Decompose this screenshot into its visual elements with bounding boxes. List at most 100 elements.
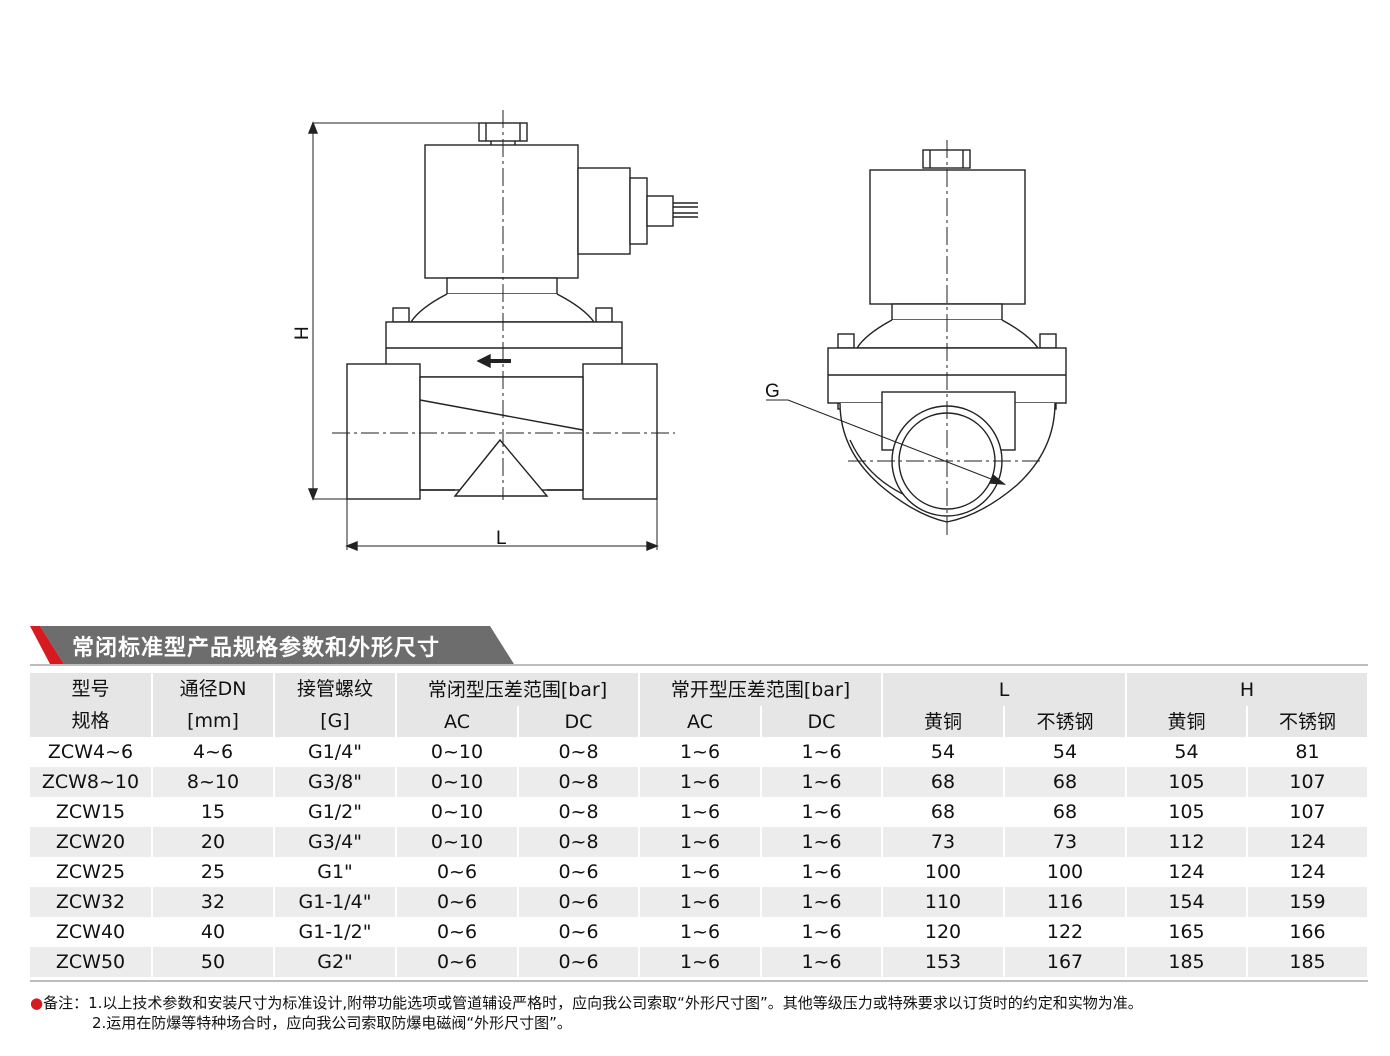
valve-dimension-drawing: H L G [292,110,1067,552]
table-cell: 0~6 [518,947,640,977]
table-cell: G3/8" [274,767,397,797]
table-cell: 110 [882,887,1005,917]
table-cell: 1~6 [639,917,762,947]
table-cell: 0~10 [396,797,519,827]
table-cell: ZCW25 [30,857,153,887]
table-cell: 0~8 [518,827,640,857]
title-accent-stripe [30,626,64,664]
table-cell: 124 [1247,857,1370,887]
table-cell: 0~6 [518,857,640,887]
table-cell: 107 [1247,767,1370,797]
table-cell: 68 [1004,767,1127,797]
table-cell: ZCW8~10 [30,767,153,797]
section-title-bar [30,626,1368,666]
table-cell: 105 [1126,797,1248,827]
table-cell: 0~8 [518,737,640,767]
header-nc-ac: AC [396,706,519,737]
table-cell: ZCW32 [30,887,153,917]
side-view [766,140,1067,535]
table-cell: 100 [1004,857,1127,887]
table-cell: 1~6 [639,797,762,827]
table-cell: 32 [152,887,275,917]
table-cell: 0~10 [396,827,519,857]
table-cell: 166 [1247,917,1370,947]
table-cell: 1~6 [761,737,883,767]
table-cell: 107 [1247,797,1370,827]
table-cell: 1~6 [639,737,762,767]
table-cell: 0~10 [396,737,519,767]
header-nc-range: 常闭型压差范围[bar] [396,673,640,707]
header-l-brass: 黄铜 [882,706,1005,737]
table-cell: 0~6 [396,917,519,947]
table-cell: G1/2" [274,797,397,827]
table-cell: 1~6 [761,917,883,947]
table-cell: ZCW40 [30,917,153,947]
table-cell: 0~6 [396,947,519,977]
table-cell: 20 [152,827,275,857]
table-cell: 68 [1004,797,1127,827]
table-cell: ZCW4~6 [30,737,153,767]
table-cell: 1~6 [639,887,762,917]
header-no-dc: DC [761,706,883,737]
header-h-brass: 黄铜 [1126,706,1248,737]
table-cell: 185 [1126,947,1248,977]
table-cell: 0~10 [396,767,519,797]
header-dn: 通径DN[mm] [152,673,275,737]
table-cell: 1~6 [761,767,883,797]
table-cell: 54 [1126,737,1248,767]
table-cell: 8~10 [152,767,275,797]
table-cell: 54 [1004,737,1127,767]
table-cell: 120 [882,917,1005,947]
table-cell: 68 [882,797,1005,827]
table-cell: 1~6 [761,887,883,917]
table-cell: G1" [274,857,397,887]
notes: ●备注：1.以上技术参数和安装尺寸为标准设计,附带功能选项或管道辅设严格时，应向… [30,993,1143,1033]
table-cell: 0~8 [518,797,640,827]
table-cell: ZCW50 [30,947,153,977]
table-cell: 0~6 [518,917,640,947]
table-cell: ZCW20 [30,827,153,857]
table-cell: 1~6 [761,857,883,887]
header-no-ac: AC [639,706,762,737]
table-cell: 185 [1247,947,1370,977]
table-cell: 100 [882,857,1005,887]
table-cell: G1-1/2" [274,917,397,947]
table-cell: 4~6 [152,737,275,767]
table-cell: 0~6 [396,857,519,887]
header-model: 型号规格 [30,673,153,737]
table-cell: G1/4" [274,737,397,767]
header-h-ss: 不锈钢 [1247,706,1370,737]
table-cell: 153 [882,947,1005,977]
table-cell: 1~6 [761,797,883,827]
spec-table: 型号规格 通径DN[mm] 接管螺纹[G] 常闭型压差范围[bar] 常开型压差… [30,673,1370,977]
table-cell: 0~8 [518,767,640,797]
table-cell: 50 [152,947,275,977]
table-cell: 54 [882,737,1005,767]
dimension-label-h: H [292,326,313,340]
table-cell: 124 [1247,827,1370,857]
table-cell: 1~6 [761,947,883,977]
table-cell: 124 [1126,857,1248,887]
table-cell: G1-1/4" [274,887,397,917]
table-cell: 15 [152,797,275,827]
table-cell: 165 [1126,917,1248,947]
table-cell: 1~6 [761,827,883,857]
header-nc-dc: DC [518,706,640,737]
table-cell: 0~6 [518,887,640,917]
table-cell: G3/4" [274,827,397,857]
dimension-label-g: G [765,381,780,402]
table-cell: 159 [1247,887,1370,917]
table-cell: G2" [274,947,397,977]
table-cell: 73 [882,827,1005,857]
table-cell: 167 [1004,947,1127,977]
table-cell: 25 [152,857,275,887]
dimension-label-l: L [496,528,507,549]
table-cell: 105 [1126,767,1248,797]
header-h: H [1126,673,1370,707]
